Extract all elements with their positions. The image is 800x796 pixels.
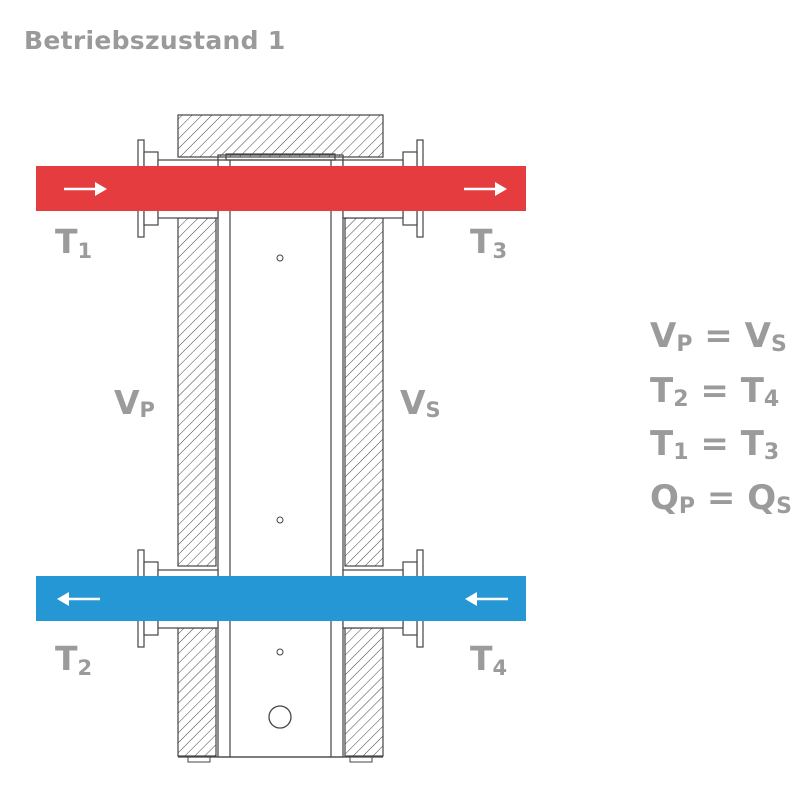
tank-feet — [187, 756, 373, 763]
arrow-left-icon — [57, 592, 100, 606]
top-insulation — [177, 114, 384, 158]
sensor-dot-lower — [276, 648, 284, 656]
label-t3: T3 — [470, 222, 507, 263]
label-vp: VP — [114, 383, 155, 422]
equation-t2-t4: T2 = T4 — [650, 371, 780, 412]
equation-qp-qs: QP = QS — [650, 478, 792, 519]
label-t4: T4 — [470, 639, 507, 680]
diagram-title: Betriebszustand 1 — [24, 26, 286, 55]
hot-pipe — [36, 166, 526, 211]
cold-pipe — [36, 576, 526, 621]
equation-t1-t3: T1 = T3 — [650, 424, 780, 465]
equation-vp-vs: VP = VS — [650, 316, 787, 357]
tank-body — [178, 153, 383, 758]
insulation-right-upper — [344, 217, 384, 567]
arrow-right-icon — [464, 182, 507, 196]
drain-port — [268, 705, 292, 729]
insulation-left-upper — [177, 217, 217, 567]
sensor-dot-upper — [276, 254, 284, 262]
arrow-left-icon — [465, 592, 508, 606]
label-t1: T1 — [55, 222, 92, 263]
arrow-right-icon — [64, 182, 107, 196]
label-vs: VS — [400, 383, 441, 422]
label-t2: T2 — [55, 639, 92, 680]
insulation-right-lower — [344, 627, 384, 757]
sensor-dot-middle — [276, 516, 284, 524]
insulation-left-lower — [177, 627, 217, 757]
